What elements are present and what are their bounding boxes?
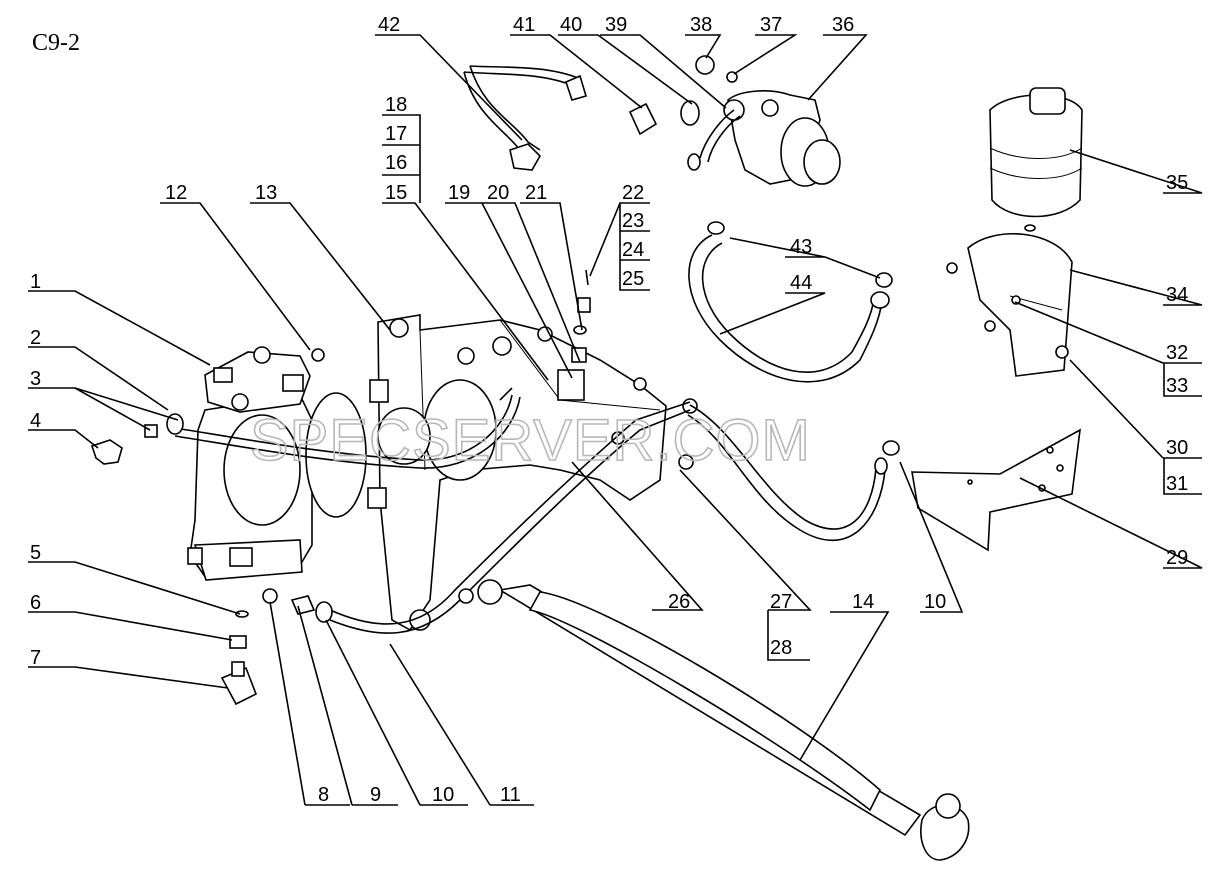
part-label-43: 43: [790, 236, 812, 258]
part-label-20: 20: [487, 182, 509, 204]
part-label-17: 17: [385, 123, 407, 145]
part-label-10-right: 10: [924, 591, 946, 613]
left-fittings: [90, 424, 333, 706]
part-label-15: 15: [385, 182, 407, 204]
part-label-23: 23: [622, 210, 644, 232]
part-label-32: 32: [1166, 342, 1188, 364]
part-label-14: 14: [852, 591, 874, 613]
part-labels: 1 2 3 4 5 6 7 8 9 10 10 11 12 13 14 15 1…: [30, 14, 1188, 806]
part-label-44: 44: [790, 272, 812, 294]
part-label-36: 36: [832, 14, 854, 36]
part-label-38: 38: [690, 14, 712, 36]
hydraulic-pipes: [166, 387, 900, 634]
reservoir-bracket: [946, 232, 1073, 377]
part-label-30: 30: [1166, 437, 1188, 459]
part-label-16: 16: [385, 152, 407, 174]
part-label-28: 28: [770, 637, 792, 659]
part-label-39: 39: [605, 14, 627, 36]
part-label-13: 13: [255, 182, 277, 204]
leader-lines: [28, 34, 1203, 806]
part-label-29: 29: [1166, 547, 1188, 569]
part-label-10: 10: [432, 784, 454, 806]
part-label-7: 7: [30, 647, 41, 669]
part-label-12: 12: [165, 182, 187, 204]
part-label-4: 4: [30, 410, 41, 432]
part-label-8: 8: [318, 784, 329, 806]
plate-bracket: [911, 428, 1081, 552]
part-label-35: 35: [1166, 172, 1188, 194]
part-label-27: 27: [770, 591, 792, 613]
part-label-19: 19: [448, 182, 470, 204]
sheet-id: C9-2: [32, 30, 80, 56]
part-label-24: 24: [622, 239, 644, 261]
tie-rod: [458, 579, 970, 861]
watermark: SPECSERVER.COM: [250, 408, 811, 473]
part-label-9: 9: [370, 784, 381, 806]
part-label-41: 41: [513, 14, 535, 36]
part-label-37: 37: [760, 14, 782, 36]
pressure-hose: [688, 221, 893, 383]
part-label-40: 40: [560, 14, 582, 36]
oil-reservoir: [989, 87, 1083, 232]
steering-gear-box: [187, 346, 367, 581]
part-label-5: 5: [30, 542, 41, 564]
part-label-18: 18: [385, 94, 407, 116]
part-label-11: 11: [500, 784, 521, 806]
part-label-42: 42: [378, 14, 400, 36]
part-label-2: 2: [30, 327, 41, 349]
power-steering-pump: [628, 55, 841, 187]
part-label-3: 3: [30, 368, 41, 390]
part-label-22: 22: [622, 182, 644, 204]
parts-drawing: [28, 34, 1203, 861]
part-label-26: 26: [668, 591, 690, 613]
fitting-cluster: [557, 269, 591, 401]
part-label-1: 1: [30, 271, 41, 293]
part-label-6: 6: [30, 592, 41, 614]
part-label-33: 33: [1166, 375, 1188, 397]
part-label-34: 34: [1166, 284, 1188, 306]
part-label-21: 21: [525, 182, 547, 204]
part-label-25: 25: [622, 268, 644, 290]
return-hose: [463, 65, 587, 171]
part-label-31: 31: [1166, 473, 1188, 495]
